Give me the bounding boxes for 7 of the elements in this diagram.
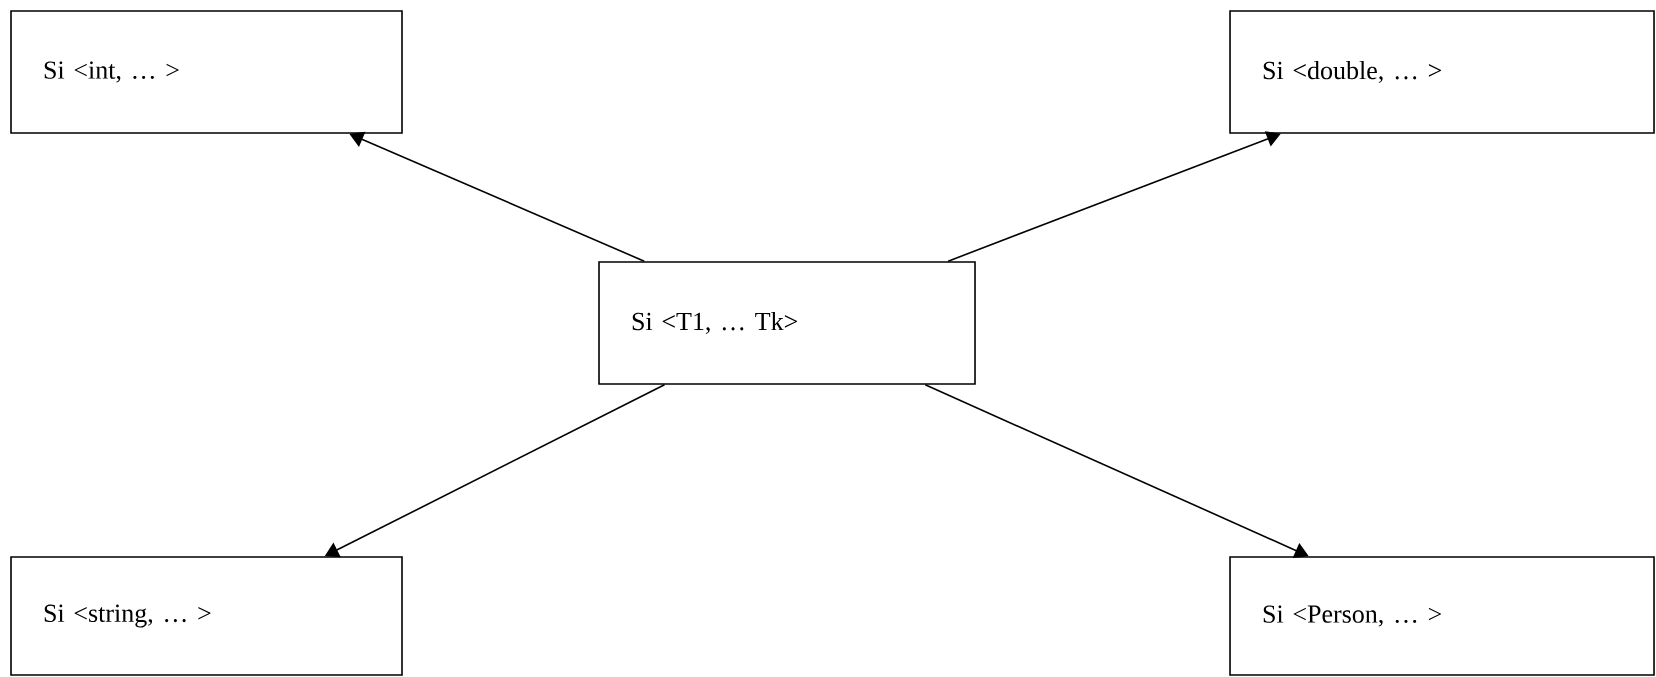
arrow [947, 131, 1281, 262]
arrow [924, 384, 1309, 558]
type-box: Si <string, … > [10, 556, 403, 676]
type-box: Si <T1, … Tk> [598, 261, 976, 385]
type-box: Si <double, … > [1229, 10, 1655, 134]
type-box: Si <Person, … > [1229, 556, 1655, 676]
type-box: Si <int, … > [10, 10, 403, 134]
